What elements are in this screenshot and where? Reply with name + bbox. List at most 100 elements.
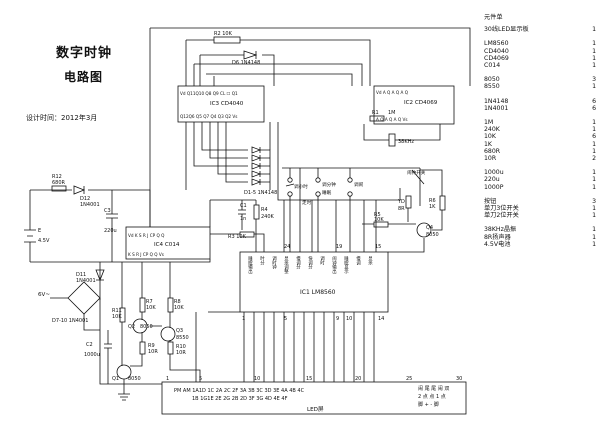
bom-header: 元件单 bbox=[484, 14, 503, 21]
ic1-pin-label: 显示 bbox=[368, 256, 373, 265]
switch-alarm[interactable] bbox=[411, 168, 425, 206]
c3-value: 220u bbox=[104, 228, 117, 234]
wire-diode-array bbox=[185, 122, 248, 190]
battery-e bbox=[24, 190, 36, 262]
crystal-38khz bbox=[388, 133, 396, 147]
c2-label: C2 bbox=[86, 342, 93, 348]
bom-item-qty: 1 bbox=[592, 62, 596, 70]
yd-label: YD bbox=[397, 199, 405, 205]
ic1-pin-labels: 睡眠输出时分调时钟显示调整慢调分快调分调时闹钟输出睡眠显示慢调显示 bbox=[248, 255, 373, 275]
r3-label: R3 10K bbox=[228, 234, 247, 240]
bom-item-name: C014 bbox=[484, 62, 501, 70]
led-right-pins-3: 脚 + - 脚 bbox=[418, 401, 439, 408]
r12-label: R12 bbox=[52, 174, 62, 180]
wire-bus-mid bbox=[277, 122, 401, 201]
bom-item-qty: 1 bbox=[592, 126, 596, 134]
btn-sleep-label: 睡眠 bbox=[322, 189, 332, 196]
bom-item-qty: 1 bbox=[592, 40, 596, 48]
bom-item: 680R 1 bbox=[484, 148, 596, 155]
button-alarm-set[interactable] bbox=[347, 168, 353, 252]
ic1-pin-label: 时分 bbox=[260, 255, 265, 266]
ic1-pin-24: 24 bbox=[284, 244, 290, 250]
ic1-pin-label: 睡眠显示 bbox=[344, 255, 349, 274]
bom-item-qty: 1 bbox=[592, 183, 596, 191]
bom-item-name: CD4069 bbox=[484, 54, 509, 62]
bom-item-qty: 1 bbox=[592, 147, 596, 155]
bom-item-qty: 1 bbox=[592, 212, 596, 220]
r10-label: R10 bbox=[176, 344, 186, 350]
bom-item: CD4040 1 bbox=[484, 48, 596, 55]
r6-value: 1K bbox=[429, 204, 436, 210]
bom-item-name: 1N4001 bbox=[484, 104, 509, 112]
c3-label: C3 bbox=[104, 208, 111, 214]
bom-item-qty: 3 bbox=[592, 76, 596, 84]
q3-label: Q3 bbox=[176, 328, 183, 334]
wire-top-bus bbox=[150, 27, 471, 86]
bom-item-name: 10K bbox=[484, 133, 496, 141]
ic2-label: IC2 CD4069 bbox=[404, 100, 438, 106]
resistor-r3 bbox=[239, 231, 255, 238]
led-right-pins-2: 2 点 点 1 点 bbox=[418, 394, 446, 400]
led-pin-20: 20 bbox=[355, 376, 361, 382]
q3-value: 8550 bbox=[176, 335, 189, 341]
bom-item-name: 单刀3位开关 bbox=[484, 205, 519, 213]
btn-hour-label: 调小时 bbox=[294, 183, 308, 190]
xtal-label: 38KHz bbox=[398, 139, 414, 145]
resistor-r11 bbox=[119, 307, 126, 323]
led-pin-10: 10 bbox=[254, 376, 260, 382]
wire-xtal bbox=[363, 124, 441, 141]
bom-item-name: 680R bbox=[484, 147, 501, 155]
bom-item-qty: 2 bbox=[592, 155, 596, 163]
wire-ic3-q bbox=[206, 73, 353, 86]
bom-item-qty: 6 bbox=[592, 133, 596, 141]
wire-ic3-top bbox=[193, 55, 363, 86]
ic1-pin-label: 慢调分 bbox=[296, 255, 301, 271]
bridge-rectifier bbox=[67, 281, 101, 315]
led-pin-5: 5 bbox=[199, 376, 202, 382]
c1-label: C1 bbox=[240, 203, 247, 209]
resistor-r12 bbox=[51, 185, 67, 192]
r11-value: 10K bbox=[112, 314, 122, 320]
q2-value: 8050 bbox=[140, 324, 153, 330]
capacitor-c3 bbox=[106, 190, 118, 262]
bom-item-qty: 1 bbox=[592, 54, 596, 62]
bom-item-qty: 1 bbox=[592, 47, 596, 55]
r9-label: R9 bbox=[148, 343, 155, 349]
ic3-top-pins: Vd Q11Q10 Q8 Q9 CL ☐ Q1 bbox=[180, 91, 238, 96]
r12-value: 680R bbox=[52, 180, 66, 186]
battery-value: 4.5V bbox=[38, 238, 50, 244]
button-minute[interactable] bbox=[315, 168, 321, 252]
r4-value: 240K bbox=[261, 214, 275, 220]
resistor-r6 bbox=[439, 195, 446, 211]
resistor-r5 bbox=[373, 221, 389, 228]
diode-d12 bbox=[73, 185, 86, 195]
button-hour[interactable] bbox=[285, 168, 295, 252]
resistor-r10 bbox=[167, 341, 174, 355]
bom-item-name: 按钮 bbox=[484, 197, 497, 205]
ic1-pin-5: 5 bbox=[284, 316, 287, 322]
led-board-label: LED屏 bbox=[307, 406, 324, 413]
r5-value: 10K bbox=[374, 217, 384, 223]
wire-power-top bbox=[30, 189, 151, 227]
wire-driver bbox=[121, 262, 240, 382]
led-bottom-pins-1: PM AM 1A1D 1C 2A 2C 2F 3A 3B 3C 3D 3E 4A… bbox=[174, 388, 305, 394]
capacitor-c2 bbox=[104, 330, 112, 384]
bom-item-qty: 1 bbox=[592, 26, 596, 34]
r11-label: R11 bbox=[112, 308, 122, 314]
r8-value: 10K bbox=[174, 305, 184, 311]
ic1-pin-label: 显示调整 bbox=[284, 256, 289, 274]
bom-item-qty: 1 bbox=[592, 140, 596, 148]
wire-ic1-top bbox=[283, 168, 377, 252]
bom-item-name: CD4040 bbox=[484, 47, 509, 55]
bom-item-name: 10R bbox=[484, 155, 497, 163]
